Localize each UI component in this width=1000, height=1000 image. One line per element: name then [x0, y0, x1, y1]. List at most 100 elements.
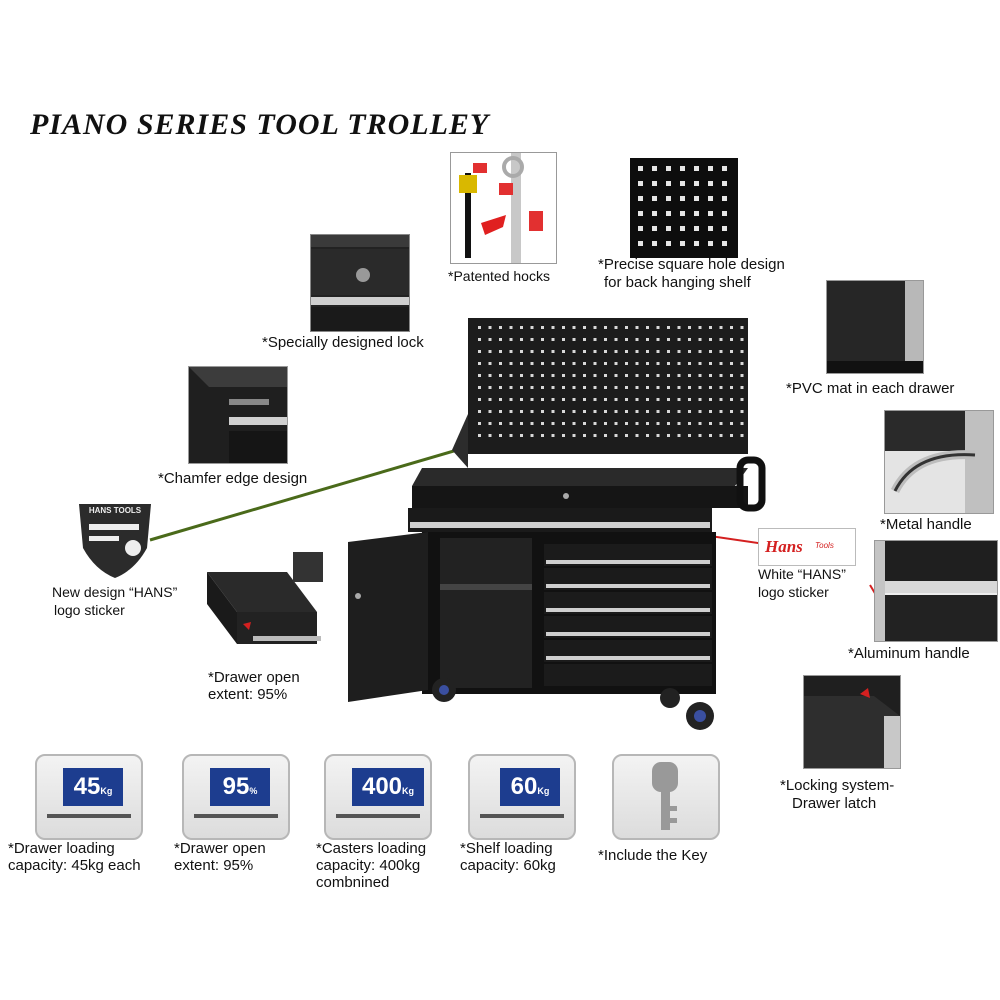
pegboard-hole: [656, 422, 660, 425]
square-hole: [652, 241, 657, 246]
pegboard-hole: [520, 386, 523, 389]
pegboard-hole: [499, 362, 502, 365]
pegboard-hole: [677, 386, 681, 389]
square-hole: [666, 241, 671, 246]
pegboard-hole: [614, 326, 618, 329]
top-drawer-handle: [410, 522, 710, 528]
capacity-unit: %: [249, 786, 258, 796]
pegboard-hole: [667, 386, 670, 389]
pegboard-hole: [625, 434, 628, 437]
pegboard-hole: [551, 338, 555, 341]
pegboard-hole: [667, 374, 670, 377]
pegboard-hole: [562, 374, 565, 377]
pegboard-hole: [520, 350, 523, 353]
square-hole: [694, 166, 699, 171]
hans-sticker-subtext: Tools: [815, 541, 834, 550]
feature-caption: combnined: [316, 874, 390, 891]
pegboard-hole: [698, 434, 702, 437]
square-hole: [666, 226, 671, 231]
pegboard-hole: [719, 386, 723, 389]
pegboard-hole: [646, 350, 649, 353]
pegboard-hole: [562, 434, 565, 437]
pegboard-hole: [698, 410, 702, 413]
pegboard-hole: [541, 434, 544, 437]
pegboard-hole: [541, 398, 544, 401]
capacity-badge: 60Kg: [500, 768, 560, 806]
pegboard-hole: [646, 338, 649, 341]
pegboard-hole: [719, 362, 723, 365]
tool-trolley-image: [340, 318, 770, 738]
capacity-value: 60: [510, 773, 538, 800]
hooks-caption: *Patented hocks: [448, 268, 550, 284]
feature-icon-2: 95%: [182, 754, 290, 840]
pegboard-hole: [593, 374, 597, 377]
pegboard-hole: [646, 362, 649, 365]
aluminum-handle-caption: *Aluminum handle: [848, 645, 970, 662]
pegboard-hole: [509, 422, 513, 425]
pegboard-hole: [604, 374, 607, 377]
metal-handle-photo: [884, 410, 994, 514]
pegboard-hole: [698, 326, 702, 329]
pegboard-hole: [709, 410, 712, 413]
pegboard-hole: [530, 326, 534, 329]
pegboard-hole: [562, 338, 565, 341]
capacity-unit: Kg: [537, 786, 550, 796]
pegboard-hole: [709, 434, 712, 437]
metal-handle-caption: *Metal handle: [880, 516, 972, 533]
pegboard-hole: [551, 386, 555, 389]
pegboard-hole: [520, 326, 523, 329]
pegboard-hole: [541, 410, 544, 413]
pegboard-hole: [646, 386, 649, 389]
pegboard-hole: [646, 410, 649, 413]
key-icon: [652, 762, 678, 830]
pegboard-hole: [730, 338, 733, 341]
pegboard-hole: [530, 434, 534, 437]
pegboard-hole: [635, 374, 639, 377]
pegboard-hole: [667, 350, 670, 353]
pegboard-hole: [593, 386, 597, 389]
pegboard-hole: [572, 434, 576, 437]
pegboard-hole: [656, 410, 660, 413]
pegboard-hole: [677, 338, 681, 341]
pegboard-hole: [667, 410, 670, 413]
pegboard-hole: [667, 338, 670, 341]
pegboard-hole: [488, 434, 492, 437]
pegboard-hole: [530, 350, 534, 353]
pegboard-hole: [530, 374, 534, 377]
pegboard-hole: [730, 374, 733, 377]
pegboard-hole: [572, 398, 576, 401]
pvc-mat-photo: [826, 280, 924, 374]
pegboard-hole: [509, 374, 513, 377]
square-hole: [708, 196, 713, 201]
pegboard-hole: [698, 386, 702, 389]
pegboard-hole: [656, 374, 660, 377]
pegboard-hole: [530, 338, 534, 341]
square-hole: [708, 166, 713, 171]
pegboard-hole: [488, 386, 492, 389]
pegboard-hole: [635, 398, 639, 401]
pegboard-hole: [572, 410, 576, 413]
pegboard-hole: [583, 386, 586, 389]
square-hole: [652, 196, 657, 201]
feature-icon-5: [612, 754, 720, 840]
pegboard-hole: [530, 422, 534, 425]
feature-icon-1: 45Kg: [35, 754, 143, 840]
pegboard-hole: [478, 422, 481, 425]
feature-caption: *Shelf loading: [460, 840, 553, 857]
square-hole: [694, 241, 699, 246]
pegboard-hole: [625, 410, 628, 413]
pegboard-hole: [509, 386, 513, 389]
pegboard-hole: [656, 350, 660, 353]
pegboard-hole: [478, 398, 481, 401]
pegboard-hole: [583, 398, 586, 401]
pegboard-hole: [677, 374, 681, 377]
square-hole-caption-1: *Precise square hole design: [598, 256, 785, 273]
pegboard-hole: [562, 422, 565, 425]
shield-logo-text: HANS TOOLS: [88, 506, 142, 515]
hans-sticker: Hans Tools: [758, 528, 856, 566]
capacity-unit: Kg: [100, 786, 113, 796]
pegboard-hole: [478, 338, 481, 341]
pegboard-hole: [688, 362, 691, 365]
pegboard-hole: [604, 434, 607, 437]
pegboard-hole: [709, 362, 712, 365]
